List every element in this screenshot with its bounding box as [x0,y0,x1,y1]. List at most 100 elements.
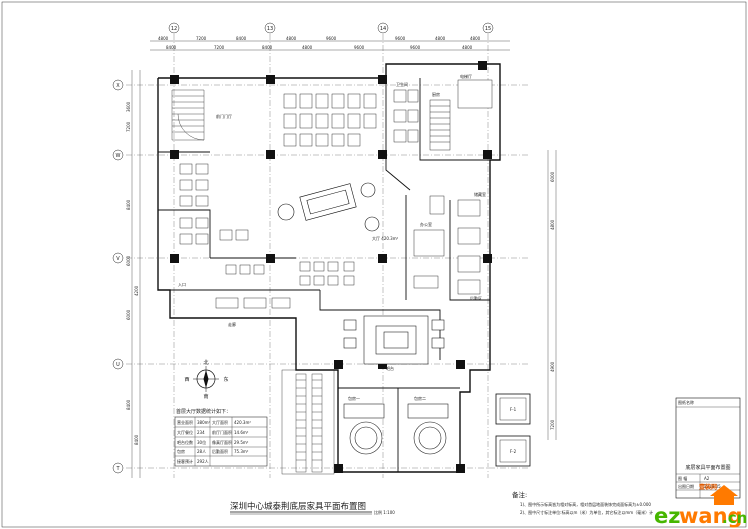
watermark-wang: wang [679,504,743,528]
room-label-f1: F-1 [510,407,517,412]
note-item: 2)、图中尺寸标注单位:标高以m（米）为单位，其它标注以mm（毫米）计 [520,509,653,515]
dim-text: 4800 [158,36,169,41]
room-label-private2: 包房二 [414,395,426,401]
stats-cell: 前厅门面积 [212,429,232,435]
dim-text: 4800 [470,36,481,41]
stats-cell: 包房 [177,448,185,454]
dim-text: 9600 [326,36,337,41]
stats-table: 首层大厅数据统计如下： 营业面积 380m² 大厅面积 420.3m² 大厅餐位… [174,408,268,467]
stats-cell: 380m² [197,420,211,425]
grid-bubbles-rows: X W V U T [112,79,124,474]
room-label-back: 后勤区 [470,295,482,301]
structural-columns [170,61,492,473]
dim-text: 6000 [126,255,131,266]
title-block-label: 图纸名称 [678,399,694,405]
grid-col-label: 13 [267,26,273,32]
room-label-bar: 吧台 [386,365,394,371]
room-label-elevator: 电梯厅 [460,73,472,79]
stats-cell: 420.3m² [234,420,251,425]
grid-bubbles-columns: 12 13 14 15 [168,22,494,34]
grid-col-label: 12 [171,26,177,32]
stair-northwest [171,89,205,141]
room-label-kitchen: 厨房 [432,91,440,97]
stats-cell: 接客预计 [177,458,193,464]
dining-tables-center [215,261,355,309]
dim-text: 7200 [126,121,131,132]
dim-text: 4800 [286,36,297,41]
right-dimensions: 6000 4800 4900 7200 [547,150,557,440]
room-labels: 大厅 420.3m² 前门门厅 入口 厨房 包房一 包房二 吧台 电梯厅 卫生间… [178,73,486,401]
stats-cell: 大厅面积 [212,419,228,425]
room-label-front-door: 前门门厅 [216,113,232,119]
dim-text: 6000 [550,171,555,182]
stats-title: 首层大厅数据统计如下： [176,408,231,415]
house-icon-base [714,496,734,505]
title-block-cell: 图 幅 [678,475,687,481]
watermark-ez: ez [654,504,680,528]
round-tables-private [343,403,449,455]
stats-cell: 大厅餐位 [177,429,193,435]
dim-text: 9600 [354,45,365,50]
stats-cell: 后勤面积 [212,448,228,454]
drawing-title: 深圳中心城泰荆底层家具平面布置图 [230,501,366,512]
title-block-cell: 出图日期 [678,483,694,489]
fire-rooms: F-1 F-2 [495,393,531,467]
dim-text: 3600 [126,101,131,112]
drawing-scale: 比例 1:100 [374,509,395,515]
private-room-center [343,315,445,365]
dim-text: 7200 [196,36,207,41]
dim-text: 9600 [395,36,406,41]
grid-row-label: W [116,153,121,159]
dim-text: 8400 [262,45,273,50]
compass-north: 北 [203,359,208,366]
compass-east: 东 [223,376,228,383]
dim-text: 8400 [236,36,247,41]
dim-text: 7200 [550,419,555,430]
grid-row-label: T [115,466,120,472]
room-label-storage: 储藏室 [474,191,486,197]
building-walls [157,63,501,473]
stats-cell: 292人 [197,459,209,464]
escalator [281,369,335,475]
room-label-office: 办公室 [420,221,432,227]
stats-cell: 29.5m² [234,440,249,445]
grid-col-label: 15 [485,26,491,32]
left-dimensions: 3600 7200 8400 6000 4200 6000 8400 8400 [126,70,141,478]
dining-tables-west [179,163,249,245]
drawing-title-block: 深圳中心城泰荆底层家具平面布置图 比例 1:100 [230,501,395,515]
site-watermark: 壹装网 ez wang .cn [654,483,747,528]
stats-cell: 28人 [197,449,206,454]
dim-text: 8400 [126,399,131,410]
stats-cell: 234 [197,430,205,435]
room-label-corridor: 走廊 [228,321,236,327]
stats-cell: 吧台位数 [177,439,193,445]
compass-west: 西 [184,377,189,383]
grid-row-label: V [116,256,120,262]
stats-cell: 75.3m² [234,449,249,454]
title-block-cell: 2016-05 [704,484,721,489]
dim-text: 8400 [134,434,139,445]
dim-text: 4800 [550,219,555,230]
notes-heading: 备注: [512,490,527,499]
dim-text: 7200 [214,45,225,50]
dining-tables-north [283,93,377,147]
watermark-cn: .cn [722,509,747,527]
grid-row-label: U [116,362,120,368]
notes: 备注: 1)、图中所示标高皆为相对标高，相对首层地面装饰完成面标高为±0.000… [512,490,653,515]
title-block-cell: A2 [704,476,710,481]
central-bar [277,182,380,232]
house-icon [710,485,738,496]
grid-row-label: X [116,83,120,89]
dim-text: 4800 [435,36,446,41]
stats-cell: 14.6m² [234,430,249,435]
service-fixtures [393,79,493,295]
sheet-title-block: 图纸名称 底层家具平面布置图 图 幅 A2 出图日期 2016-05 [675,397,741,499]
watermark-tag: 壹装网 [699,483,717,491]
stats-cell: 30位 [197,439,206,445]
room-label-private1: 包房一 [348,395,360,401]
room-label-entry: 入口 [178,282,186,287]
dim-text: 4900 [550,361,555,372]
compass: 北 南 东 西 [184,359,228,400]
